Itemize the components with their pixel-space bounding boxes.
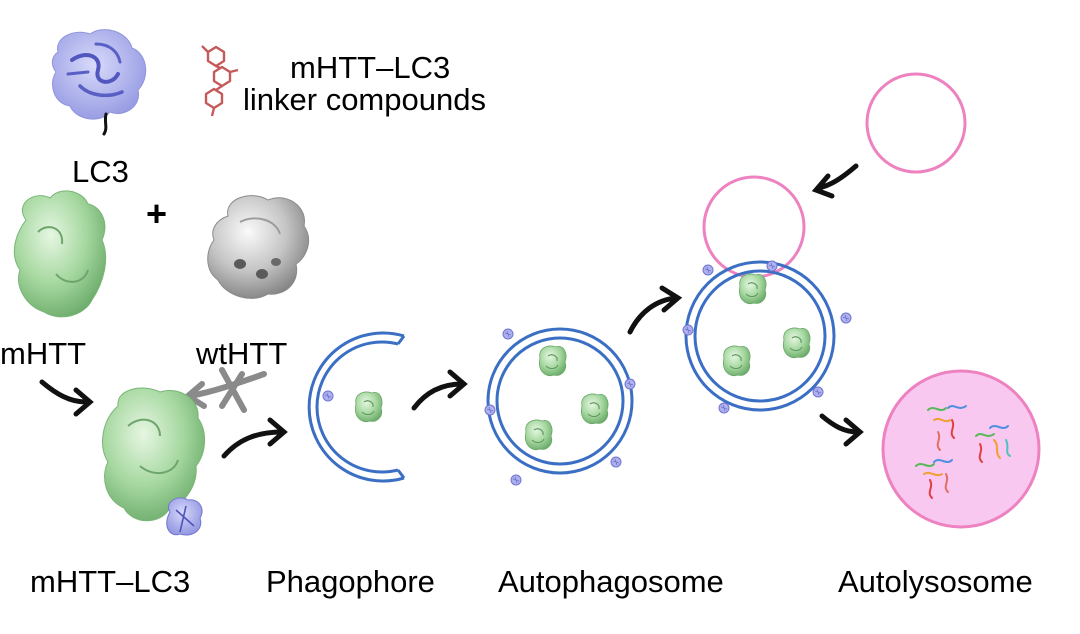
plus-sign: + [146,193,167,234]
lc3-marker [840,312,852,324]
mhtt-protein-icon [13,190,107,318]
arrow-complex-to-phagophore [221,417,288,459]
phagophore-label: Phagophore [266,564,435,599]
arrow-to-fusion [627,285,683,335]
blocked-wthtt-arrow [182,367,267,413]
lc3-marker [502,328,514,340]
fusing-autophagosome-membrane [684,260,836,412]
lc3-marker [702,264,714,276]
lc3-marker [510,474,522,486]
arrow-to-autolysosome [819,413,864,447]
lc3-marker [812,386,824,398]
lc3-marker [682,324,694,336]
complex-label: mHTT–LC3 [30,564,190,599]
lc3-structure-icon [51,29,147,136]
arrow-mhtt-to-complex [39,379,94,417]
compound-label-line2: linker compounds [243,82,486,117]
fusion-cargo [782,327,811,359]
wthtt-label: wtHTT [195,336,287,371]
mhtt-lc3-complex-icon [102,387,205,536]
autophagosome-cargo [538,345,567,377]
autolysosome-label: Autolysosome [838,564,1033,599]
phagophore-cargo [354,391,383,423]
arrow-to-autophagosome [411,369,468,411]
lc3-marker [624,378,636,390]
lc3-label: LC3 [72,154,129,189]
lc3-marker [766,260,778,272]
degraded-peptides [915,405,1011,499]
lc3-marker [484,404,496,416]
autophagosome-label: Autophagosome [498,564,724,599]
autophagosome-membrane [486,327,634,475]
compound-label-line1: mHTT–LC3 [290,50,450,85]
autophagosome-cargo [524,419,553,451]
autophagosome-cargo [580,393,609,425]
linker-compound-icon [201,45,239,117]
mhtt-label: mHTT [0,336,86,371]
phagophore-membrane [307,331,406,483]
lc3-marker [718,402,730,414]
arrow-lysosome-to-fusion [811,163,859,199]
wthtt-protein-icon [207,195,309,299]
autolysosome [881,369,1041,529]
lc3-marker [610,456,622,468]
fusion-cargo [738,273,767,305]
fusion-cargo [722,345,751,377]
lysosome-vesicle [865,72,967,174]
lc3-marker [322,390,334,402]
